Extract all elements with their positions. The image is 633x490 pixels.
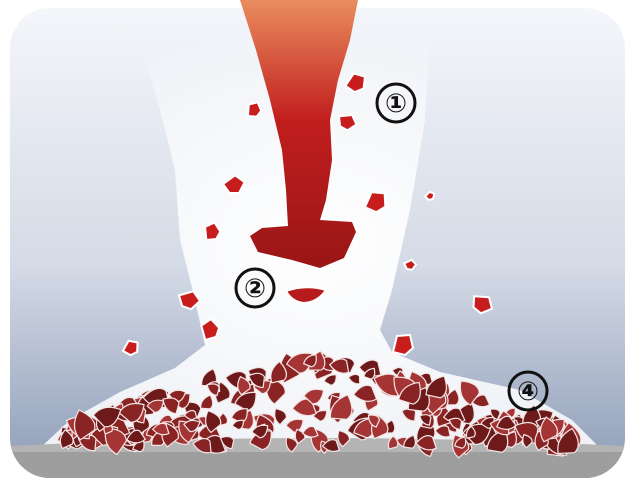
marker-4-label: ④	[517, 377, 539, 407]
marker-2-label: ②	[244, 274, 266, 304]
marker-1-label: ①	[385, 89, 407, 119]
